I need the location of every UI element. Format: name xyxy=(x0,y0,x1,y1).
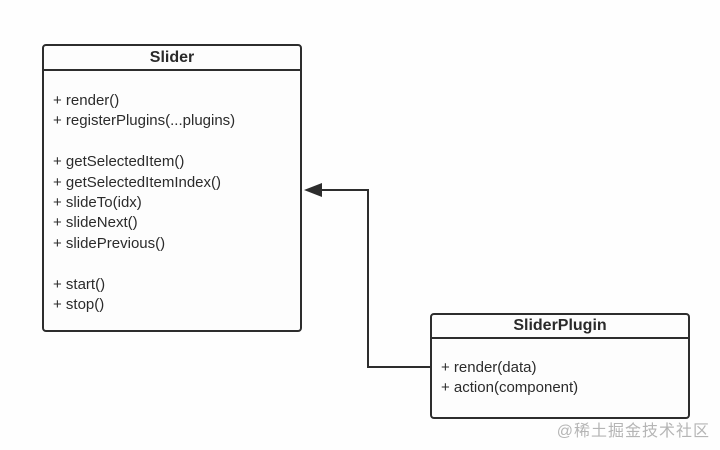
method-line: + slideTo(idx) xyxy=(53,193,142,211)
method-line: + action(component) xyxy=(441,379,579,397)
class-box-sliderplugin: SliderPlugin + render(data) + action(com… xyxy=(430,313,690,419)
association-line xyxy=(321,189,430,368)
class-methods-sliderplugin: + render(data) + action(component) xyxy=(432,339,688,399)
method-line: + registerPlugins(...plugins) xyxy=(53,112,236,130)
method-line: + slidePrevious() xyxy=(53,234,166,252)
method-line: + getSelectedItemIndex() xyxy=(53,173,222,191)
arrowhead-icon xyxy=(304,183,322,197)
class-title-slider: Slider xyxy=(44,46,300,71)
method-line: + render(data) xyxy=(441,359,537,376)
class-box-slider: Slider + render() + registerPlugins(...p… xyxy=(42,44,302,332)
class-title-sliderplugin: SliderPlugin xyxy=(432,315,688,339)
watermark-text: @稀土掘金技术社区 xyxy=(556,423,710,440)
method-line: + start() xyxy=(53,275,106,293)
method-line: + slideNext() xyxy=(53,214,138,232)
method-line-spacer xyxy=(53,254,294,274)
method-line: + render() xyxy=(53,92,120,109)
method-line: + stop() xyxy=(53,295,105,313)
method-line: + getSelectedItem() xyxy=(53,153,185,171)
method-line-spacer xyxy=(53,132,294,152)
class-methods-slider: + render() + registerPlugins(...plugins)… xyxy=(44,71,300,315)
